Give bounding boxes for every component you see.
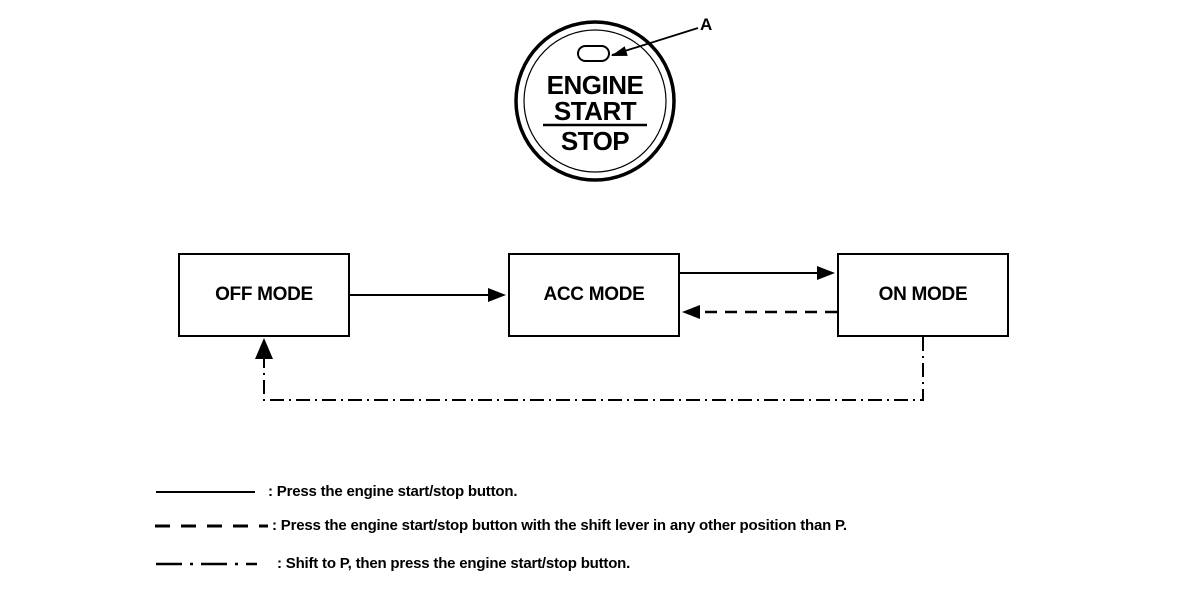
start-button-text-engine: ENGINE xyxy=(546,70,644,100)
arrow-on-to-off-dashdot xyxy=(263,337,924,401)
on-mode-label: ON MODE xyxy=(878,284,968,305)
start-button-outer-ring-icon xyxy=(514,20,676,182)
start-button-text-start: START xyxy=(553,96,637,126)
on-mode-box: ON MODE xyxy=(837,253,1009,337)
arrow-off-to-acc-head-icon xyxy=(488,288,506,302)
indicator-leader-arrowhead-icon xyxy=(611,46,628,56)
callout-label-a: A xyxy=(700,15,713,34)
off-mode-box: OFF MODE xyxy=(178,253,350,337)
arrow-on-to-off-head-icon xyxy=(255,338,273,359)
legend-text-solid: : Press the engine start/stop button. xyxy=(268,483,518,500)
off-mode-label: OFF MODE xyxy=(215,284,313,305)
arrow-on-to-acc-head-icon xyxy=(682,305,700,319)
legend-text-dashdot: : Shift to P, then press the engine star… xyxy=(277,555,631,572)
indicator-leader-line xyxy=(611,27,699,56)
indicator-light-icon xyxy=(577,45,610,62)
start-button-text-stop: STOP xyxy=(560,126,630,156)
legend-text-dashed: : Press the engine start/stop button wit… xyxy=(272,517,847,534)
acc-mode-box: ACC MODE xyxy=(508,253,680,337)
acc-mode-label: ACC MODE xyxy=(543,284,645,305)
start-button-inner-ring-icon xyxy=(523,29,667,173)
arrow-acc-to-on-head-icon xyxy=(817,266,835,280)
